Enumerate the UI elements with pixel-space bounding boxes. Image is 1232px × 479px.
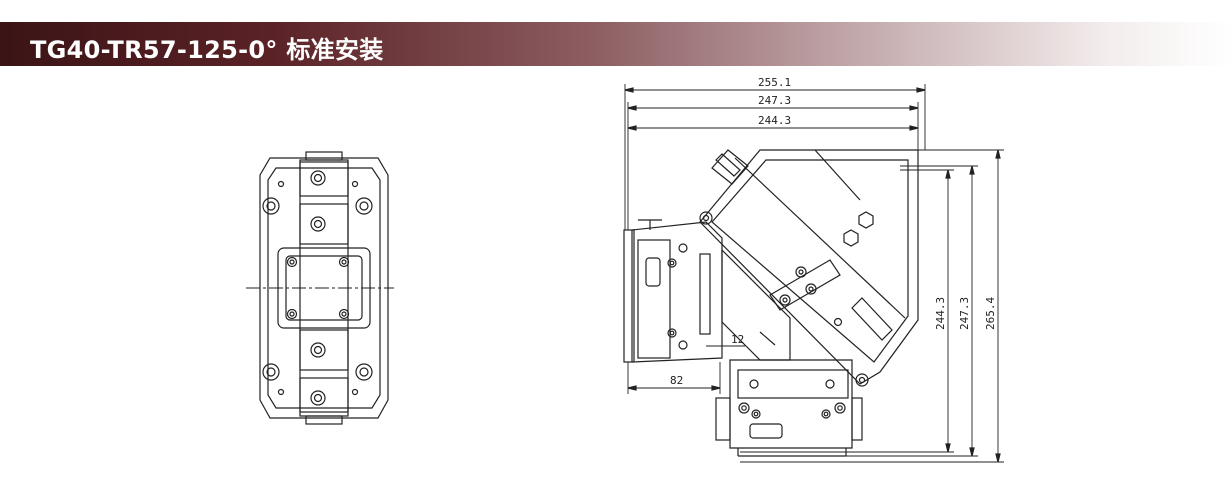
- dim-offset-small: 12: [731, 333, 744, 346]
- side-view: [623, 84, 1004, 463]
- dim-height-inner: 244.3: [934, 297, 947, 330]
- base-block: [729, 359, 853, 449]
- bolt-holes: [262, 170, 373, 406]
- dim-height-mid: 247.3: [958, 297, 971, 330]
- dim-width-low: 244.3: [758, 114, 791, 127]
- top-view: [246, 151, 394, 425]
- left-block: [631, 221, 723, 363]
- connector: [711, 149, 749, 185]
- dim-width-mid: 247.3: [758, 94, 791, 107]
- dim-width-top: 255.1: [758, 76, 791, 89]
- arm-housing: [699, 149, 919, 385]
- page-title: TG40-TR57-125-0° 标准安装: [30, 36, 384, 64]
- dim-height-outer: 265.4: [984, 297, 997, 330]
- dim-base-width: 82: [670, 374, 683, 387]
- top-view-outline: [259, 157, 389, 419]
- title-bar: TG40-TR57-125-0° 标准安装: [0, 22, 1232, 66]
